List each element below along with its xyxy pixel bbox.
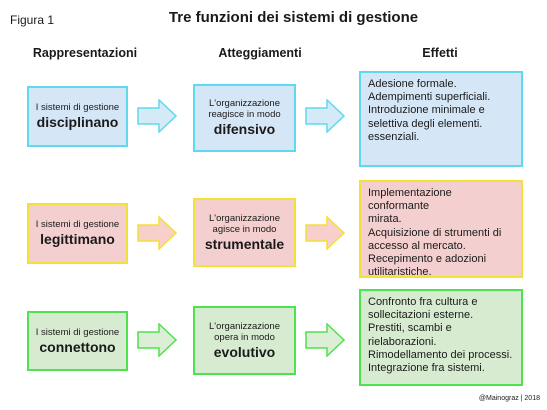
arrow-right-icon [305,99,345,133]
effect-line: rielaborazioni. [368,335,437,348]
figure-label: Figura 1 [10,13,55,27]
representation-verb: connettono [39,338,116,355]
attitude-subject: L'organizzazione [209,98,280,109]
credit: @Mainograz | 2018 [478,395,540,402]
attitude-box-evolutivo: L'organizzazione opera in modo evolutivo [193,306,296,375]
arrow-right-icon [305,216,345,250]
arrow-right-icon [137,323,177,357]
representation-verb: legittimano [40,231,115,247]
effects-box-connettono: Confronto fra cultura e sollecitazioni e… [359,289,523,386]
attitude-verb: reagisce in modo [208,109,281,120]
effect-line: sollecitazioni esterne. [368,309,474,322]
attitude-mode: evolutivo [213,343,276,360]
effects-box-legittimano: Implementazione conformante mirata. Acqu… [359,180,523,278]
attitude-box-strumentale: L'organizzazione agisce in modo strument… [193,198,296,267]
effect-line: Adempimenti superficiali. [368,91,491,104]
attitude-verb: opera in modo [214,331,275,343]
representation-box-connettono: I sistemi di gestione connettono [27,311,128,371]
representation-subject: I sistemi di gestione [35,326,120,338]
effect-line: Implementazione conformante [368,187,452,213]
effect-line: selettiva degli elementi. [368,117,483,130]
arrow-right-icon [137,216,177,250]
representation-box-legittimano: I sistemi di gestione legittimano [27,203,128,264]
attitude-mode: difensivo [213,121,276,137]
effect-line: Prestiti, scambi e [368,322,452,335]
representation-box-disciplinano: I sistemi di gestione disciplinano [27,86,128,147]
attitude-box-difensivo: L'organizzazione reagisce in modo difens… [193,84,296,152]
attitude-verb: agisce in modo [212,223,277,235]
effect-line: Acquisizione di strumenti di [368,226,502,239]
effect-line: mirata. [368,213,402,226]
column-header-effects: Effetti [422,46,458,60]
effect-line: Introduzione minimale e [368,104,485,117]
column-header-representations: Rappresentazioni [32,46,138,60]
effect-line: Confronto fra cultura e [368,296,478,308]
effect-line: utilitaristiche. [368,266,432,279]
effect-line: Recepimento e adozioni [368,253,487,266]
representation-subject: I sistemi di gestione [35,219,120,230]
attitude-subject: L'organizzazione [209,320,280,332]
attitude-mode: strumentale [204,235,285,252]
attitude-subject: L'organizzazione [209,212,280,224]
effects-box-disciplinano: Adesione formale. Adempimenti superficia… [359,71,523,167]
effect-line: essenziali. [368,130,420,143]
arrow-right-icon [137,99,177,133]
effect-line: Integrazione fra sistemi. [368,362,485,375]
effect-line: Adesione formale. [368,78,457,90]
arrow-right-icon [305,323,345,357]
representation-verb: disciplinano [36,114,119,130]
effect-line: Rimodellamento dei processi. [368,348,513,361]
page-title: Tre funzioni dei sistemi di gestione [168,9,419,26]
column-header-attitudes: Atteggiamenti [218,46,302,60]
effect-line: accesso al mercato. [368,239,466,252]
representation-subject: I sistemi di gestione [35,102,120,113]
